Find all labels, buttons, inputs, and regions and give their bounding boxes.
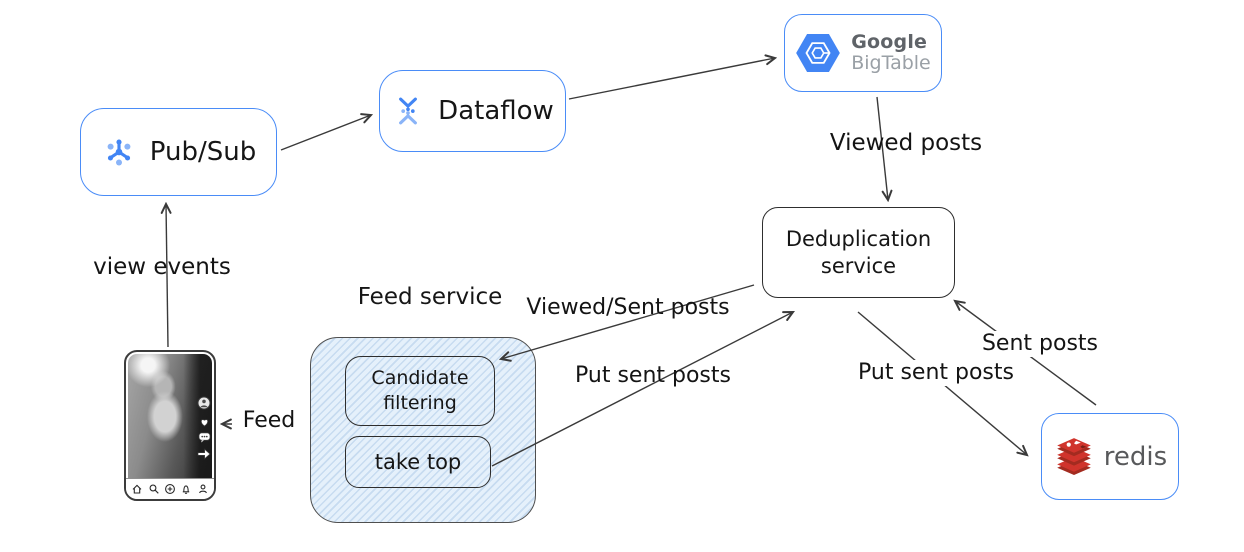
edge-label-view-events: view events — [93, 254, 231, 280]
redis-label: redis — [1103, 441, 1168, 472]
node-pubsub[interactable]: Pub/Sub — [80, 108, 277, 196]
avatar-icon — [197, 396, 211, 410]
node-take-top[interactable]: take top — [345, 436, 491, 488]
edge-label-viewed-posts: Viewed posts — [829, 130, 983, 156]
bigtable-product: BigTable — [851, 52, 931, 74]
edge-label-viewed-sent-posts: Viewed/Sent posts — [526, 295, 730, 320]
share-icon — [197, 448, 211, 460]
node-candidate-filtering[interactable]: Candidate filtering — [345, 356, 495, 426]
bigtable-hexagon-icon — [796, 34, 841, 72]
notifications-bell-icon — [183, 485, 190, 494]
edge-label-sent-posts: Sent posts — [968, 331, 1112, 358]
comment-icon — [198, 432, 210, 443]
create-post-icon — [165, 484, 175, 494]
edge-label-put-sent-posts-redis: Put sent posts — [840, 360, 1032, 387]
search-icon — [149, 484, 159, 494]
bigtable-brand: Google — [851, 31, 928, 54]
phone-nav-bar — [126, 478, 214, 499]
edge-label-put-sent-posts-feed: Put sent posts — [575, 363, 731, 388]
phone-action-rail — [197, 396, 211, 460]
candidate-filtering-label: Candidate filtering — [371, 367, 469, 414]
bigtable-label: Google BigTable — [851, 32, 931, 73]
pubsub-icon — [107, 139, 131, 166]
arrow-dataflow-to-bigtable — [568, 54, 778, 100]
arrow-pubsub-to-dataflow — [280, 113, 374, 151]
feed-service-title: Feed service — [357, 284, 503, 310]
node-dataflow[interactable]: Dataflow — [379, 70, 566, 152]
node-deduplication-service[interactable]: Deduplication service — [762, 207, 955, 298]
like-icon — [200, 419, 208, 427]
dataflow-icon — [399, 97, 418, 125]
edge-label-feed: Feed — [232, 408, 306, 435]
phone-mockup[interactable] — [124, 350, 216, 501]
dataflow-label: Dataflow — [438, 96, 554, 126]
home-icon — [132, 484, 142, 494]
feed-photo — [128, 354, 212, 479]
pubsub-label: Pub/Sub — [149, 137, 257, 167]
profile-icon — [198, 484, 207, 494]
node-redis[interactable]: redis — [1041, 413, 1179, 500]
node-bigtable[interactable]: Google BigTable — [784, 14, 942, 92]
dedup-label: Deduplication service — [785, 227, 932, 278]
take-top-label: take top — [374, 450, 462, 474]
redis-logo-icon — [1056, 437, 1091, 475]
